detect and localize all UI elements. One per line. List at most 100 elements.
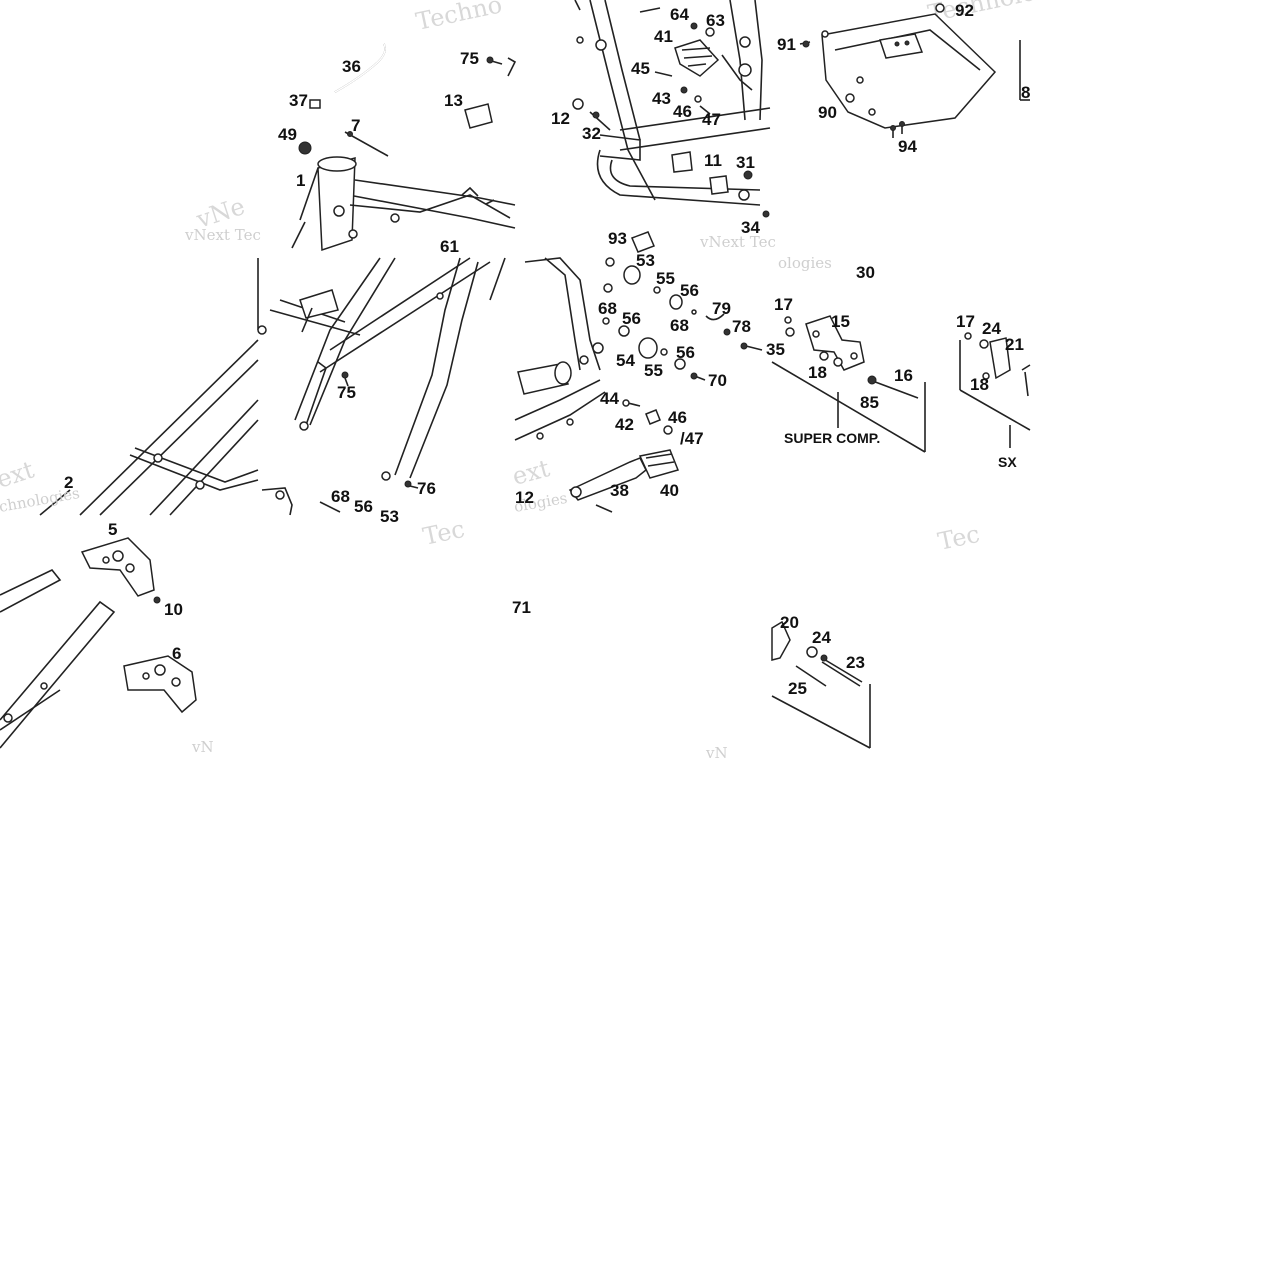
callout-24: 24 xyxy=(982,319,1001,338)
tile-skid-plate: Technolo ologies 92 91 90 94 8 xyxy=(777,0,1038,272)
callout-79: 79 xyxy=(712,299,731,318)
callout-55: 55 xyxy=(656,269,675,288)
callout-38: 38 xyxy=(610,481,629,500)
callout-63: 63 xyxy=(706,11,725,30)
callout-76: 76 xyxy=(417,479,436,498)
callout-68: 68 xyxy=(670,316,689,335)
callout-94: 94 xyxy=(898,137,917,156)
watermark: ologies xyxy=(778,254,832,272)
callout-53: 53 xyxy=(636,251,655,270)
callout-20: 20 xyxy=(780,613,799,632)
watermark: ext xyxy=(509,454,553,491)
watermark: Tec xyxy=(935,520,982,556)
callout-12: 12 xyxy=(551,109,570,128)
tile-frame-head: Techno vNext Tec vNe 36 75 37 xyxy=(184,0,517,256)
callout-36: 36 xyxy=(342,57,361,76)
callout-34: 34 xyxy=(741,218,760,237)
callout-13: 13 xyxy=(444,91,463,110)
callout-56: 56 xyxy=(354,497,373,516)
callout-90: 90 xyxy=(818,103,837,122)
footpeg-part xyxy=(674,39,720,77)
callout-32: 32 xyxy=(582,124,601,143)
sx-label: SX xyxy=(998,454,1017,470)
tile-blank-right: 71 vN xyxy=(512,598,728,762)
callout-30: 30 xyxy=(856,263,875,282)
callout-6: 6 xyxy=(172,644,181,663)
callout-68: 68 xyxy=(598,299,617,318)
tile-blank-center: Tec xyxy=(420,515,467,551)
callout-64: 64 xyxy=(670,5,689,24)
callout-43: 43 xyxy=(652,89,671,108)
callout-8: 8 xyxy=(1021,83,1030,102)
tile-rear-frame: ext chnologies 2 xyxy=(0,339,259,516)
callout-70: 70 xyxy=(708,371,727,390)
callout-41: 41 xyxy=(654,27,673,46)
callout-92: 92 xyxy=(955,1,974,20)
callout-31: 31 xyxy=(736,153,755,172)
cap-part xyxy=(298,141,312,155)
callout-18: 18 xyxy=(970,375,989,394)
callout-61: 61 xyxy=(440,237,459,256)
callout-56: 56 xyxy=(676,343,695,362)
callout-68: 68 xyxy=(331,487,350,506)
callout-17: 17 xyxy=(956,312,975,331)
callout-18: 18 xyxy=(808,363,827,382)
callout-7: 7 xyxy=(351,116,360,135)
callout-54: 54 xyxy=(616,351,635,370)
callout-49: 49 xyxy=(278,125,297,144)
rubber-block-part xyxy=(464,103,493,129)
callout-85: 85 xyxy=(860,393,879,412)
callout-45: 45 xyxy=(631,59,650,78)
tile-swingarm-bushings: ext ologies 93 53 55 56 68 56 68 79 78 5… xyxy=(509,229,763,516)
tile-stand-brackets: 30 17 15 35 18 16 85 SUPER COMP. 17 24 2… xyxy=(766,263,1031,470)
callout-42: 42 xyxy=(615,415,634,434)
callout-15: 15 xyxy=(831,312,850,331)
watermark: ext xyxy=(0,455,38,493)
callout-53: 53 xyxy=(380,507,399,526)
callout-47: 47 xyxy=(702,110,721,129)
guard-plate-part xyxy=(123,655,197,714)
skid-plate-part xyxy=(821,13,997,129)
callout-56: 56 xyxy=(622,309,641,328)
callout-71: 71 xyxy=(512,598,531,617)
callout-46: 46 xyxy=(673,102,692,121)
watermark: vNext Tec xyxy=(184,226,261,244)
callout-46: 46 xyxy=(668,408,687,427)
callout-11: 11 xyxy=(704,151,722,170)
tile-stand-bolts: Tec 20 24 23 25 xyxy=(771,520,982,749)
callout-40: 40 xyxy=(660,481,679,500)
stand-bracket-part xyxy=(805,315,865,371)
watermark: Techno xyxy=(413,0,504,36)
callout-24: 24 xyxy=(812,628,831,647)
callout-44: 44 xyxy=(600,389,619,408)
clip-part xyxy=(309,99,321,109)
callout-56: 56 xyxy=(680,281,699,300)
super-comp-label: SUPER COMP. xyxy=(784,430,880,446)
callout-93: 93 xyxy=(608,229,627,248)
callout-78: 78 xyxy=(732,317,751,336)
tile-footpeg-upper: vNext Tec 64 63 41 45 43 46 47 12 32 11 … xyxy=(551,0,776,251)
callout-23: 23 xyxy=(846,653,865,672)
tile-rear-guards: vN 5 10 6 xyxy=(0,520,214,756)
callout-21: 21 xyxy=(1005,335,1024,354)
callout-17: 17 xyxy=(774,295,793,314)
callout-25: 25 xyxy=(788,679,807,698)
tile-frame-downtubes: 75 76 68 56 53 xyxy=(257,257,506,526)
callout-16: 16 xyxy=(894,366,913,385)
callout-10: 10 xyxy=(164,600,183,619)
callout-75: 75 xyxy=(460,49,479,68)
callout-1: 1 xyxy=(296,171,305,190)
watermark: vN xyxy=(191,738,214,756)
watermark: vN xyxy=(705,744,728,762)
callout-12: 12 xyxy=(515,488,534,507)
watermark: vNext Tec xyxy=(699,233,776,251)
callout-2: 2 xyxy=(64,473,73,492)
watermark: Tec xyxy=(420,515,467,551)
callout-55: 55 xyxy=(644,361,663,380)
callout-5: 5 xyxy=(108,520,117,539)
callout-47: /47 xyxy=(680,429,704,448)
callout-35: 35 xyxy=(766,340,785,359)
callout-75: 75 xyxy=(337,383,356,402)
callout-37: 37 xyxy=(289,91,308,110)
